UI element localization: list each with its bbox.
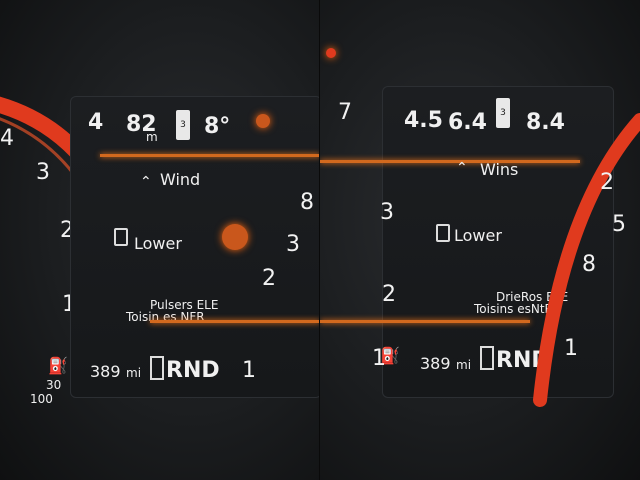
gauge-tick: 7 [338, 100, 352, 125]
indicator-light-icon [222, 224, 248, 250]
menu-item-lower[interactable]: Lower [454, 226, 502, 245]
menu-item-wind[interactable]: Wind [160, 170, 201, 189]
warning-light-icon [326, 48, 336, 58]
cluster-left: 4 3 2 1 30 100 4 82 m 3 8° ⌃ Wind Lower … [0, 0, 320, 480]
gear-selector-icon [150, 356, 164, 380]
range-value: 389 [420, 354, 451, 373]
range-unit: mi [456, 358, 472, 372]
fuel-icon: ⛽ [380, 346, 400, 365]
gauge-center-value: 8 [582, 252, 596, 277]
topbar-value: 4.5 [404, 108, 443, 133]
cluster-right: 4.5 6.4 3 8.4 ⌃ Wins Lower DrieRos EFE T… [320, 0, 640, 480]
gear-indicator-value: 3 [180, 120, 186, 130]
gear-display: RND [166, 358, 220, 383]
gear-indicator-box: 3 [176, 110, 190, 140]
temperature-value: 8.4 [526, 110, 565, 135]
trip-value: 82 [126, 112, 157, 137]
range-unit: mi [126, 366, 142, 380]
trip-unit: m [146, 130, 158, 144]
gauge-tick: 1 [564, 336, 578, 361]
topbar-value: 4 [88, 110, 104, 135]
amber-divider [100, 154, 320, 157]
chevron-up-icon: ⌃ [456, 160, 468, 176]
amber-divider-bottom [320, 320, 530, 323]
gauge-tick: 5 [612, 212, 626, 237]
gauge-small-label: 100 [30, 392, 53, 406]
menu-item-wins[interactable]: Wins [480, 160, 519, 179]
amber-divider-bottom [150, 320, 320, 323]
gauge-small-label: 30 [46, 378, 62, 392]
gear-indicator-box: 3 [496, 98, 510, 128]
chevron-up-icon: ⌃ [140, 174, 152, 190]
gauge-tick: 2 [600, 170, 614, 195]
info-text-2: Toisins esNtR [474, 302, 553, 316]
gauge-tick: 4 [0, 126, 14, 151]
temperature-value: 8° [204, 114, 231, 139]
gauge-tick: 3 [36, 160, 50, 185]
gauge-tick: 1 [242, 358, 256, 383]
trip-value: 6.4 [448, 110, 487, 135]
gauge-tick: 2 [262, 266, 276, 291]
gauge-tick: 1 [372, 346, 386, 371]
info-screen-left [70, 96, 320, 398]
menu-item-lower[interactable]: Lower [134, 234, 182, 253]
phone-icon [436, 224, 450, 242]
gauge-tick: 3 [380, 200, 394, 225]
fuel-icon: ⛽ [48, 356, 68, 375]
gauge-tick: 2 [382, 282, 396, 307]
gauge-tick: 3 [286, 232, 300, 257]
gauge-center-value: 8 [300, 190, 314, 215]
speedometer-redline-right [533, 113, 640, 407]
info-text: Pulsers ELE [150, 298, 219, 312]
amber-divider [320, 160, 580, 163]
range-value: 389 [90, 362, 121, 381]
gear-indicator-value: 3 [500, 108, 506, 118]
phone-icon [114, 228, 128, 246]
gear-selector-icon [480, 346, 494, 370]
warning-light-icon [256, 114, 270, 128]
